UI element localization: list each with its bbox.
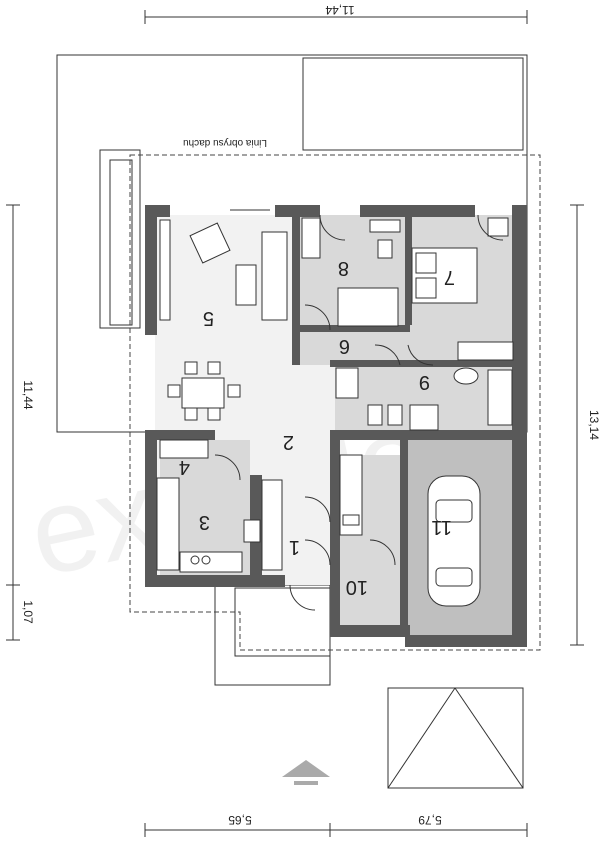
pergola-box bbox=[302, 57, 524, 151]
dimension-right: 13,14 bbox=[570, 204, 600, 646]
room-label-3: 3 bbox=[199, 511, 210, 533]
room-2-floor-b bbox=[295, 365, 335, 585]
carport-diagonal-b bbox=[454, 687, 524, 789]
dimension-left: 11,44 1,07 bbox=[6, 204, 35, 641]
room-label-11: 11 bbox=[431, 516, 452, 538]
room-label-5: 5 bbox=[203, 307, 214, 329]
room-label-1: 1 bbox=[289, 536, 300, 558]
dimension-bottom-right-label: 5,79 bbox=[418, 813, 442, 827]
carport-diagonal-a bbox=[387, 687, 456, 789]
room-label-4: 4 bbox=[179, 456, 190, 478]
room-label-6: 6 bbox=[339, 335, 350, 357]
car-icon bbox=[427, 475, 481, 607]
roof-line-label: Linia obrysu dachu bbox=[183, 137, 267, 148]
room-10-furniture bbox=[339, 454, 363, 536]
planter-inner bbox=[109, 159, 133, 326]
entrance-arrow-base bbox=[294, 781, 318, 785]
entrance-porch-inner bbox=[234, 587, 331, 657]
kitchen-island bbox=[180, 478, 242, 550]
room-label-9: 9 bbox=[419, 371, 430, 393]
kitchen-furniture bbox=[156, 439, 283, 573]
dimension-top-label: 11,44 bbox=[325, 3, 354, 17]
dimension-left-main-label: 11,44 bbox=[21, 380, 35, 409]
entrance-porch bbox=[214, 584, 331, 686]
bedroom-7-furniture bbox=[411, 217, 514, 361]
dimension-bottom: 5,65 5,79 bbox=[144, 813, 528, 837]
room-labels: 1 2 3 4 5 6 7 8 9 10 11 bbox=[179, 257, 455, 598]
living-room-furniture bbox=[159, 209, 288, 421]
roof-outline bbox=[129, 154, 541, 651]
room-label-10: 10 bbox=[346, 576, 368, 598]
dimension-right-label: 13,14 bbox=[587, 410, 600, 440]
planter-box bbox=[99, 149, 141, 329]
doors bbox=[214, 214, 504, 611]
room-label-8: 8 bbox=[338, 257, 349, 279]
bathroom-9-furniture bbox=[335, 367, 513, 431]
entrance-arrow-icon bbox=[282, 760, 330, 777]
dimension-left-small-label: 1,07 bbox=[21, 600, 35, 624]
bedroom-8-furniture bbox=[301, 217, 401, 327]
walls bbox=[145, 205, 527, 647]
room-label-2: 2 bbox=[283, 431, 294, 453]
carport-box bbox=[387, 687, 524, 789]
room-label-7: 7 bbox=[444, 266, 455, 288]
dimension-bottom-left-label: 5,65 bbox=[228, 813, 252, 827]
dimension-top: 11,44 bbox=[144, 3, 528, 24]
